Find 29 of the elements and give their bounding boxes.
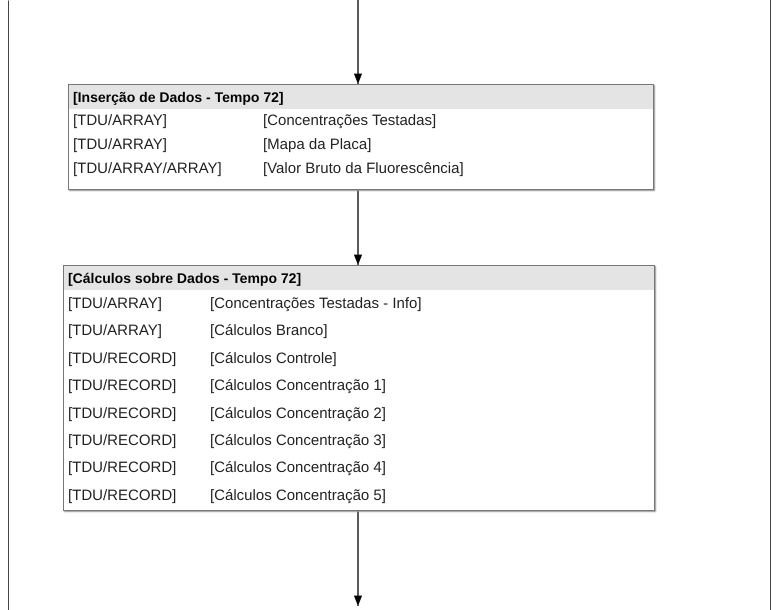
field-name: [Cálculos Concentração 3] [210, 431, 387, 452]
table-heading: [Inserção de Dados - Tempo 72] [69, 85, 653, 109]
field-name: [Cálculos Concentração 1] [210, 376, 387, 396]
type-label: [TDU/RECORD] [68, 431, 178, 452]
field-name: [Concentrações Testadas - Info] [210, 294, 423, 314]
field-name: [Cálculos Branco] [210, 321, 329, 342]
data-table-box [63, 265, 655, 511]
field-name: [Mapa da Placa] [263, 135, 372, 155]
field-name: [Cálculos Controle] [210, 348, 338, 369]
type-label: [TDU/ARRAY] [73, 111, 168, 131]
type-label: [TDU/RECORD] [68, 348, 178, 369]
data-table-box [68, 84, 654, 190]
field-name: [Cálculos Concentração 5] [210, 486, 387, 506]
type-label: [TDU/ARRAY] [68, 294, 163, 314]
field-name: [Valor Bruto da Fluorescência] [263, 159, 465, 179]
type-label: [TDU/RECORD] [68, 486, 178, 506]
arrow [354, 0, 362, 84]
type-label: [TDU/ARRAY] [73, 135, 168, 155]
type-label: [TDU/RECORD] [68, 458, 178, 478]
field-name: [Cálculos Concentração 4] [210, 458, 387, 478]
type-label: [TDU/RECORD] [68, 376, 178, 396]
type-label: [TDU/ARRAY] [68, 321, 163, 342]
arrow [354, 190, 362, 265]
arrow [354, 511, 362, 606]
table-heading: [Cálculos sobre Dados - Tempo 72] [64, 266, 654, 290]
type-label: [TDU/ARRAY/ARRAY] [73, 159, 223, 179]
field-name: [Concentrações Testadas] [263, 111, 438, 131]
field-name: [Cálculos Concentração 2] [210, 404, 387, 424]
type-label: [TDU/RECORD] [68, 404, 178, 424]
